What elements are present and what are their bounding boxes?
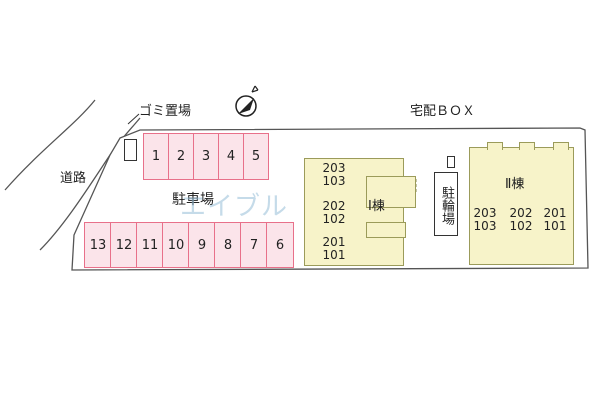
building-2-label: Ⅱ棟 bbox=[505, 177, 525, 192]
garbage-bin bbox=[124, 139, 137, 161]
parking-space: 1 bbox=[143, 133, 169, 180]
building-2-unit: 202 102 bbox=[506, 207, 536, 233]
garbage-leader-line bbox=[127, 113, 140, 125]
building-1-unit: 202 102 bbox=[316, 200, 352, 226]
building-1-wing bbox=[366, 176, 416, 208]
building-1-unit: 203 103 bbox=[316, 162, 352, 188]
road-edge-upper bbox=[4, 99, 96, 191]
unit-lower: 101 bbox=[322, 248, 346, 262]
parking-space: 10 bbox=[162, 222, 190, 268]
building-1-unit: 201 101 bbox=[316, 236, 352, 262]
building-2-notch bbox=[519, 142, 535, 150]
parking-space: 7 bbox=[240, 222, 268, 268]
watermark: エイブル bbox=[180, 192, 289, 222]
parking-space: 2 bbox=[168, 133, 194, 180]
unit-upper: 201 bbox=[543, 206, 567, 220]
unit-lower: 102 bbox=[509, 219, 533, 233]
delivery-box bbox=[447, 156, 455, 168]
unit-upper: 201 bbox=[322, 235, 346, 249]
building-1-wing bbox=[366, 222, 406, 238]
garbage-area-label: ゴミ置場 bbox=[139, 104, 192, 119]
unit-upper: 203 bbox=[322, 161, 346, 175]
unit-upper: 202 bbox=[322, 199, 346, 213]
bicycle-parking bbox=[434, 172, 458, 236]
building-2-unit: 203 103 bbox=[470, 207, 500, 233]
unit-lower: 103 bbox=[473, 219, 497, 233]
unit-upper: 203 bbox=[473, 206, 497, 220]
parking-space: 12 bbox=[110, 222, 138, 268]
bicycle-parking-label: 駐輪場 bbox=[439, 185, 454, 225]
parking-space: 4 bbox=[218, 133, 244, 180]
parking-space: 6 bbox=[266, 222, 294, 268]
parking-space: 5 bbox=[243, 133, 269, 180]
building-1-label: Ⅰ棟 bbox=[368, 199, 385, 214]
road-label: 道路 bbox=[60, 171, 87, 186]
unit-lower: 101 bbox=[543, 219, 567, 233]
parking-space: 8 bbox=[214, 222, 242, 268]
building-2-unit: 201 101 bbox=[540, 207, 570, 233]
unit-upper: 202 bbox=[509, 206, 533, 220]
unit-lower: 103 bbox=[322, 174, 346, 188]
building-2-notch bbox=[487, 142, 503, 150]
north-arrow-icon bbox=[235, 85, 259, 117]
parking-space: 11 bbox=[136, 222, 164, 268]
parking-space: 3 bbox=[193, 133, 219, 180]
building-2-notch bbox=[553, 142, 569, 150]
parking-label: 駐車場 bbox=[172, 192, 214, 208]
unit-lower: 102 bbox=[322, 212, 346, 226]
delivery-box-label: 宅配ＢＯＸ bbox=[410, 104, 476, 119]
parking-space: 9 bbox=[188, 222, 216, 268]
parking-space: 13 bbox=[84, 222, 112, 268]
road-edge-lower bbox=[39, 117, 141, 251]
